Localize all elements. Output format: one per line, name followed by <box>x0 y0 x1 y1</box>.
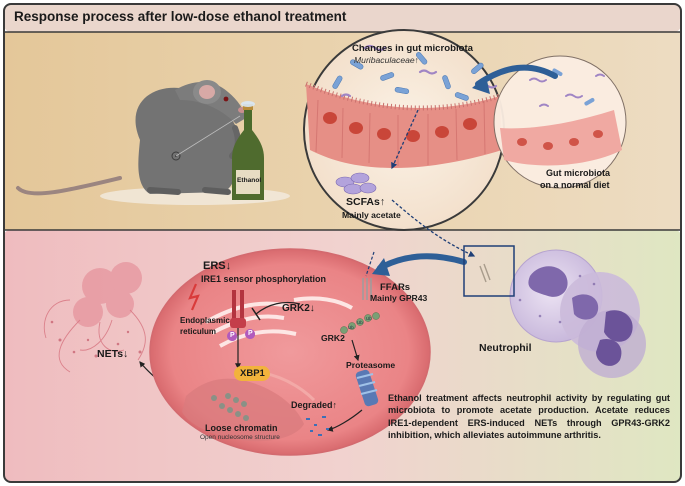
er-label-2: reticulum <box>180 327 217 336</box>
degraded-label: Degraded↑ <box>291 400 338 410</box>
ub-tag-3: Ub <box>366 316 372 321</box>
nets-illustration <box>43 262 146 373</box>
neutrophil-label: Neutrophil <box>479 342 532 354</box>
ub-tag-1: Ub <box>348 325 354 330</box>
phospho-label-2: P <box>248 330 253 337</box>
summary-text: Ethanol treatment affects neutrophil act… <box>388 393 670 440</box>
cell-illustration <box>149 248 467 456</box>
xbp1-label: XBP1 <box>240 368 265 379</box>
figure-frame <box>3 3 682 483</box>
proteasome-label: Proteasome <box>346 360 396 370</box>
phospho-badge-1 <box>228 332 237 341</box>
phospho-label-1: P <box>230 332 235 339</box>
mouse-illustration <box>16 80 290 205</box>
normal-diet-label-2: on a normal diet <box>540 180 610 190</box>
normal-diet-label-1: Gut microbiota <box>546 168 611 178</box>
xbp1-badge <box>234 366 270 381</box>
changes-detail: Muribaculaceae↑ <box>354 55 419 65</box>
phospho-badge-2 <box>246 330 255 339</box>
grk2-down-label: GRK2↓ <box>282 303 315 314</box>
ers-label: ERS↓ <box>203 260 232 272</box>
chromatin-detail: Open nucleosome structure <box>200 434 280 441</box>
ire1-label: IRE1 sensor phosphorylation <box>201 274 327 284</box>
scfa-detail: Mainly acetate <box>342 210 401 220</box>
normal-diet-circle <box>493 55 627 189</box>
nets-label: NETs↓ <box>97 348 129 360</box>
ethanol-bottle-illustration <box>232 101 264 200</box>
figure-title: Response process after low-dose ethanol … <box>14 9 347 24</box>
bottle-label: Ethanol <box>237 177 262 184</box>
neutrophil-illustration <box>463 245 646 378</box>
gut-lens <box>303 29 505 231</box>
chromatin-label: Loose chromatin <box>205 423 278 433</box>
ffars-detail: Mainly GPR43 <box>370 293 428 303</box>
er-label-1: Endoplasmic <box>180 316 230 325</box>
scfa-label: SCFAs↑ <box>346 196 386 208</box>
grk2-label: GRK2 <box>321 333 345 343</box>
ffars-label: FFARs <box>380 282 411 293</box>
changes-title: Changes in gut microbiota <box>352 43 473 54</box>
ub-tag-2: Ub <box>357 320 363 325</box>
